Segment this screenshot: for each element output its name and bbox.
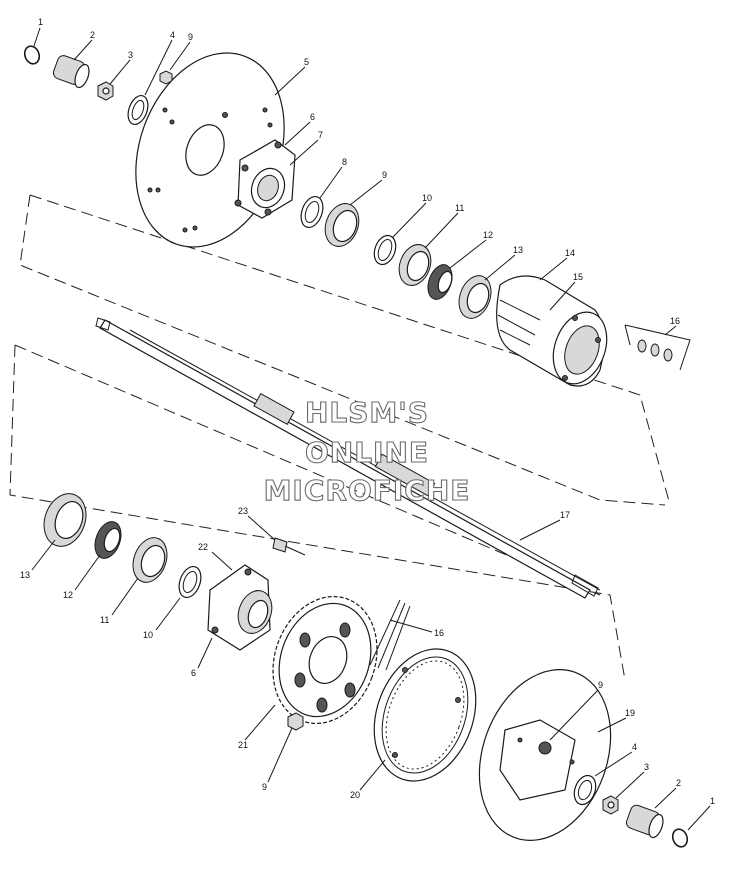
drive-sprocket [272, 595, 378, 725]
watermark: HLSM'S ONLINE MICROFICHE [263, 395, 471, 507]
callout-22: 22 [198, 542, 208, 552]
snap-ring-top [23, 45, 41, 65]
callout-2-bottom: 2 [676, 778, 681, 788]
callout-4-bottom: 4 [632, 742, 637, 752]
callout-20: 20 [350, 790, 360, 800]
callout-19: 19 [625, 708, 635, 718]
bearing-cup-bottom-2 [132, 537, 168, 583]
callout-12-bottom: 12 [63, 590, 73, 600]
callout-16-right: 16 [670, 316, 680, 326]
sprocket-hub [207, 564, 273, 651]
washer-bottom [573, 774, 597, 806]
rear-axle [95, 317, 601, 599]
callout-2-top: 2 [90, 30, 95, 40]
callout-11-bottom: 11 [100, 615, 109, 625]
callout-3-top: 3 [128, 50, 133, 60]
assembly-boundary-lines [9, 194, 671, 681]
nut-bottom [287, 712, 304, 731]
spacer-ring-top [300, 195, 324, 229]
callout-16-bottom: 16 [434, 628, 444, 638]
bearing-cone-bottom [94, 521, 122, 559]
callout-13-bottom: 13 [20, 570, 30, 580]
bushing-bottom [625, 804, 664, 839]
bearing-cone-top [427, 264, 453, 300]
watermark-line-1: HLSM'S [305, 396, 429, 429]
bearing-cup-right [458, 275, 492, 319]
bolt-set-bottom [369, 599, 411, 671]
callout-14: 14 [565, 248, 575, 258]
leader-lines [31, 27, 711, 831]
callout-4-top: 4 [170, 30, 175, 40]
brake-disc-bottom [478, 669, 612, 841]
nut-top [97, 81, 114, 101]
bearing-cup-bottom [43, 493, 87, 547]
snap-ring-bottom [671, 828, 689, 848]
watermark-line-2: ONLINE [305, 436, 429, 469]
callout-1-top: 1 [38, 17, 43, 27]
callout-7: 7 [318, 130, 323, 140]
callout-23: 23 [238, 506, 248, 516]
callout-5: 5 [304, 57, 309, 67]
nut-bottom-right [602, 795, 619, 815]
bearing-cup-top [398, 244, 432, 286]
bearing-carrier-housing [496, 275, 608, 387]
callout-1-bottom: 1 [710, 796, 715, 806]
brake-guard-ring [373, 648, 477, 782]
callout-9-mid: 9 [382, 170, 387, 180]
bushing-top [52, 55, 90, 89]
callout-3-bottom: 3 [644, 762, 649, 772]
callout-15: 15 [573, 272, 583, 282]
callout-6-top: 6 [310, 112, 315, 122]
callout-10-bottom: 10 [143, 630, 153, 640]
sprocket-bolt [272, 537, 306, 556]
washer-top [127, 94, 149, 126]
callout-labels: 1 2 3 4 9 5 6 7 8 9 10 11 12 13 14 15 16… [20, 17, 715, 806]
bearing-race-top [324, 203, 360, 247]
callout-8: 8 [342, 157, 347, 167]
seal-ring-bottom [178, 565, 202, 599]
hub-top [234, 139, 296, 219]
watermark-line-3: MICROFICHE [264, 474, 471, 507]
callout-13-top: 13 [513, 245, 523, 255]
callout-9-right: 9 [598, 680, 603, 690]
bolt-set-right [624, 324, 691, 371]
callout-17: 17 [560, 510, 570, 520]
callout-21: 21 [238, 740, 248, 750]
callout-9-topleft: 9 [188, 32, 193, 42]
callout-11-top: 11 [455, 203, 464, 213]
callout-9-bottom: 9 [262, 782, 267, 792]
callout-12-top: 12 [483, 230, 493, 240]
seal-ring-top [373, 234, 397, 266]
callout-6-bottom: 6 [191, 668, 196, 678]
callout-10-top: 10 [422, 193, 432, 203]
